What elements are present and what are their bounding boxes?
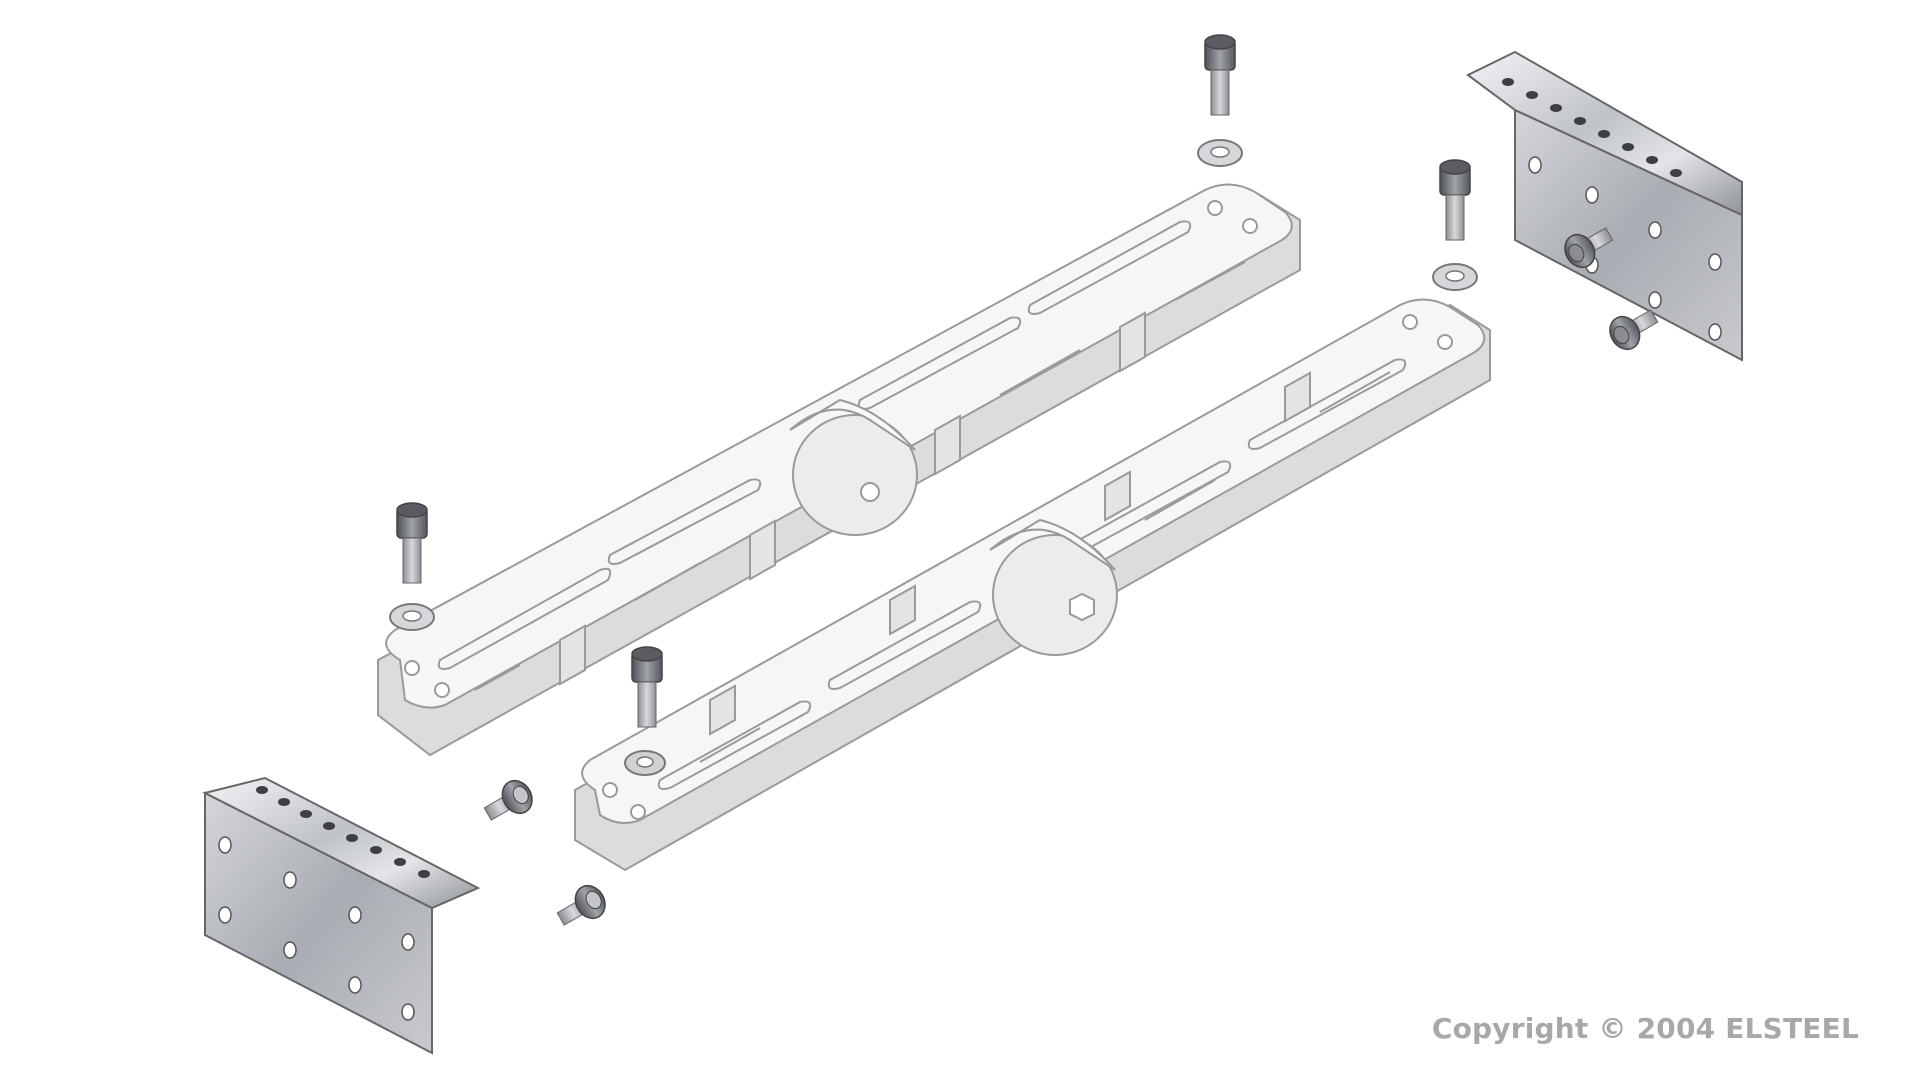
short-screw-1 xyxy=(1564,227,1614,269)
upper-slotted-link-bar xyxy=(377,183,1301,757)
washer-3 xyxy=(389,603,435,631)
lower-slotted-link-bar xyxy=(574,298,1491,872)
copyright-notice: Copyright © 2004 ELSTEEL xyxy=(1431,1012,1859,1045)
short-screw-4 xyxy=(556,884,606,926)
cap-screw-3 xyxy=(396,502,428,584)
cap-screw-1 xyxy=(1204,34,1236,116)
washer-2 xyxy=(1432,263,1478,291)
short-screw-2 xyxy=(1609,309,1659,351)
cap-screw-2 xyxy=(1439,159,1471,241)
washer-1 xyxy=(1197,139,1243,167)
angle-bracket-left xyxy=(202,776,481,1055)
angle-bracket-right xyxy=(1466,50,1743,362)
short-screw-3 xyxy=(483,779,533,821)
cap-screw-4 xyxy=(631,646,663,728)
